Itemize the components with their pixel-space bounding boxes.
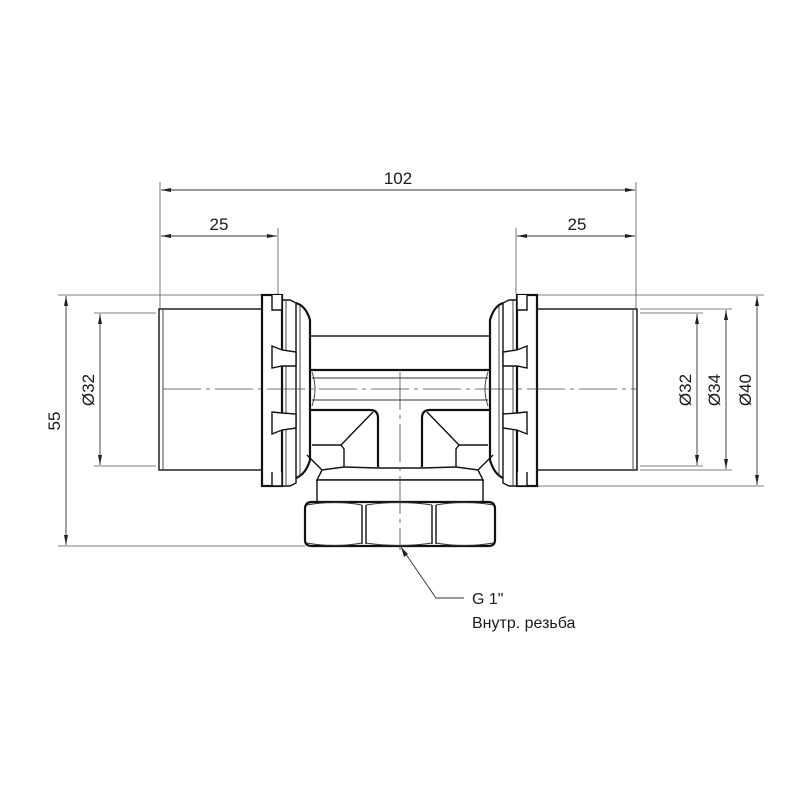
dimension-right-socket: 25: [517, 215, 635, 238]
dim-d34-text: Ø34: [705, 374, 724, 406]
extension-lines: [58, 182, 764, 547]
dim-55-text: 55: [45, 412, 64, 431]
dim-d32-left-text: Ø32: [79, 374, 98, 406]
dimension-height: 55: [45, 296, 68, 545]
left-press-sleeve: [158, 293, 316, 488]
dimension-right-diameters: Ø32 Ø34 Ø40: [676, 296, 759, 485]
dim-102-text: 102: [384, 169, 412, 188]
dim-25-left-text: 25: [210, 215, 229, 234]
thread-size-label: G 1": [472, 591, 503, 608]
dimension-left-diameter: Ø32: [79, 314, 102, 465]
thread-description-label: Внутр. резьба: [472, 615, 576, 632]
dim-25-right-text: 25: [568, 215, 587, 234]
dim-d40-text: Ø40: [736, 374, 755, 406]
dimension-left-socket: 25: [161, 215, 277, 238]
center-lines: [163, 372, 636, 550]
right-press-sleeve: [484, 293, 638, 488]
thread-callout: G 1" Внутр. резьба: [400, 546, 576, 632]
fitting-body: [303, 335, 497, 548]
dim-d32-right-text: Ø32: [676, 374, 695, 406]
dimension-overall-length: 102: [161, 169, 635, 192]
